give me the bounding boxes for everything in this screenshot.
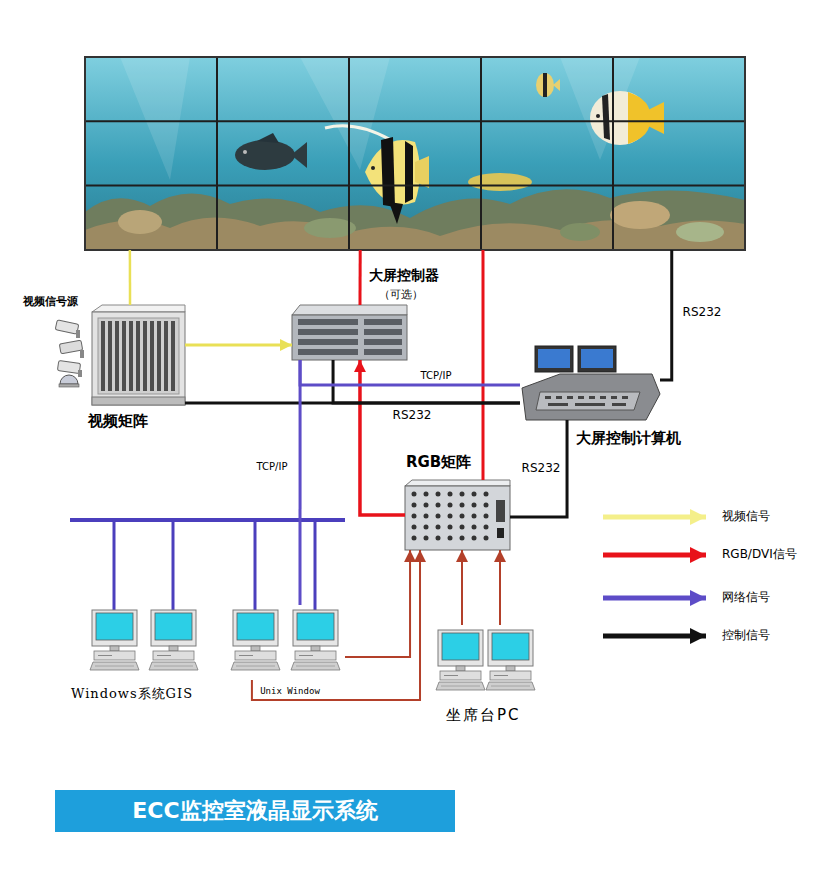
signal-label: Unix Window — [258, 687, 322, 697]
camera-source: 视频信号源 — [55, 318, 95, 393]
controller-device — [292, 305, 407, 360]
signal-line — [185, 343, 292, 346]
rgb-matrix-device — [405, 480, 510, 550]
rgb-matrix: RGB矩阵 — [405, 480, 510, 550]
camera-icons — [55, 320, 84, 387]
signal-line — [299, 360, 302, 605]
legend-label: RGB/DVI信号 — [722, 548, 797, 561]
signal-label: RS232 — [391, 409, 434, 422]
signal-line — [461, 550, 463, 625]
signal-label: TCP/IP — [419, 370, 454, 381]
signal-line — [660, 250, 672, 380]
seat-pcs: 坐席台PC — [435, 625, 535, 695]
signal-line — [252, 550, 420, 700]
signal-line — [129, 250, 132, 305]
signal-line — [510, 420, 567, 517]
video-matrix-rack — [92, 305, 185, 405]
device-label: 视频矩阵 — [87, 413, 149, 430]
video-matrix: 视频矩阵 — [92, 305, 185, 410]
signal-line — [360, 360, 405, 515]
signal-line — [300, 360, 520, 385]
signal-label: RS232 — [520, 462, 563, 475]
signal-label: TCP/IP — [255, 461, 290, 472]
signal-line — [333, 360, 520, 403]
signal-label: RS232 — [681, 306, 724, 319]
signal-line — [499, 550, 501, 625]
signal-line — [345, 550, 410, 657]
connectors — [130, 250, 672, 700]
signal-line — [481, 250, 484, 480]
device-label: （可选） — [378, 289, 424, 302]
device-label: 大屏控制器 — [368, 267, 440, 283]
device-label: 坐席台PC — [445, 707, 522, 724]
video-wall — [85, 57, 745, 250]
device-label: Windows系统GIS — [70, 687, 194, 702]
legend-arrow — [603, 596, 706, 601]
legend-arrow — [603, 634, 706, 639]
device-label: RGB矩阵 — [405, 454, 472, 471]
legend-label: 控制信号 — [722, 629, 770, 642]
legend-arrow — [603, 515, 706, 520]
screen-controller: 大屏控制器（可选） — [292, 305, 407, 360]
control-console — [522, 346, 660, 420]
legend-samples — [603, 517, 706, 636]
gis-workstations: Windows系统GIS — [85, 605, 345, 680]
legend-label: 网络信号 — [722, 591, 770, 604]
legend-arrow — [603, 553, 706, 558]
title-banner: ECC监控室液晶显示系统 — [55, 790, 455, 832]
legend-label: 视频信号 — [722, 510, 770, 523]
signal-line — [358, 250, 361, 305]
pc-icons — [90, 610, 535, 690]
control-computer: 大屏控制计算机 — [520, 345, 660, 420]
device-label: 大屏控制计算机 — [575, 430, 682, 447]
device-label: 视频信号源 — [22, 296, 79, 309]
network-bus — [70, 520, 345, 610]
video-wall-picture — [85, 57, 745, 250]
